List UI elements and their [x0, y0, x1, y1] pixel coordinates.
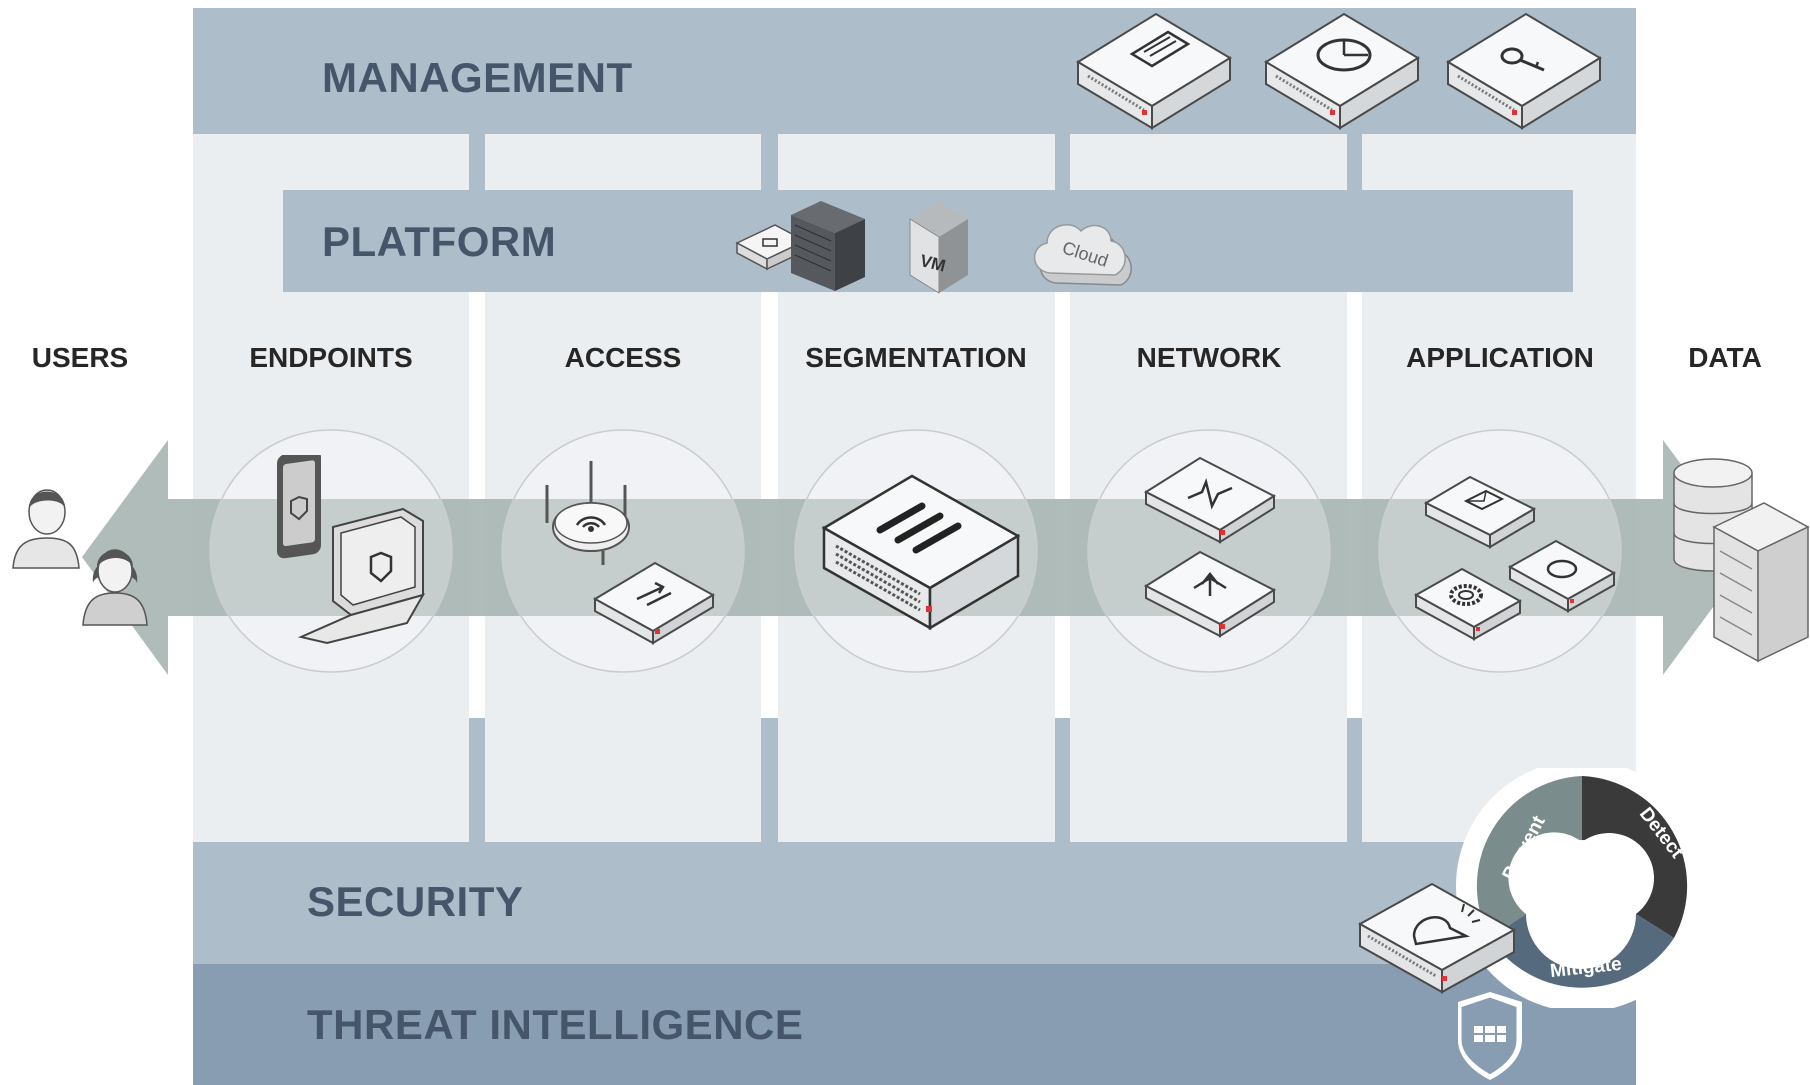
management-label: MANAGEMENT: [322, 54, 633, 101]
network-icons: [1143, 456, 1277, 638]
segmentation-icons: [821, 474, 1020, 630]
data-icons: [1673, 458, 1810, 663]
endpoints-icons: [277, 455, 426, 645]
network-appliance-top-icon: [1143, 456, 1277, 544]
web-appliance-icon: [1507, 539, 1617, 613]
network-appliance-bottom-icon: [1143, 550, 1277, 638]
authentication-appliance-icon: [1446, 12, 1602, 130]
mitigate-segment: [1490, 914, 1674, 988]
access-point-icon: [545, 461, 630, 565]
analytics-appliance-icon: [1264, 12, 1420, 130]
column-label-endpoints: ENDPOINTS: [249, 342, 413, 373]
column-gutters: [469, 134, 1362, 842]
access-icons: [545, 461, 716, 645]
smartphone-icon: [277, 455, 321, 559]
users-icon: [12, 489, 148, 626]
security-cycle: Prevent Detect Mitigate: [1456, 768, 1708, 1008]
fortinet-shield-icon: [1458, 992, 1522, 1080]
data-label: DATA: [1688, 342, 1762, 373]
detect-segment: [1582, 776, 1688, 938]
column-label-segmentation: SEGMENTATION: [805, 342, 1027, 373]
settings-appliance-icon: [1413, 567, 1523, 641]
platform-items: VM Cloud: [735, 201, 1132, 294]
security-label: SECURITY: [307, 878, 524, 925]
platform-label: PLATFORM: [322, 218, 557, 265]
security-appliance: [1357, 882, 1522, 1080]
cloud-icon: Cloud: [1033, 224, 1132, 286]
firewall-appliance-icon: [821, 474, 1020, 630]
laptop-icon: [297, 507, 426, 645]
column-label-access: ACCESS: [564, 342, 682, 373]
threat-intelligence-band: [193, 964, 1636, 1085]
vm-cube-icon: VM: [909, 201, 968, 294]
users-label: USERS: [31, 342, 129, 373]
threat-intelligence-label: THREAT INTELLIGENCE: [307, 1001, 804, 1048]
report-appliance-icon: [1076, 12, 1232, 130]
chassis-icon: [791, 201, 865, 291]
application-icons: [1413, 475, 1617, 641]
prevent-segment: [1476, 776, 1582, 938]
female-user-icon: [82, 549, 148, 626]
switch-appliance-icon: [592, 561, 716, 645]
male-user-icon: [12, 489, 80, 569]
sandbox-appliance-icon: [1357, 882, 1517, 994]
server-rack-icon: [1712, 502, 1810, 663]
management-appliances: [1076, 12, 1602, 130]
column-label-application: APPLICATION: [1406, 342, 1594, 373]
column-label-network: NETWORK: [1136, 342, 1282, 373]
mail-appliance-icon: [1423, 475, 1537, 549]
